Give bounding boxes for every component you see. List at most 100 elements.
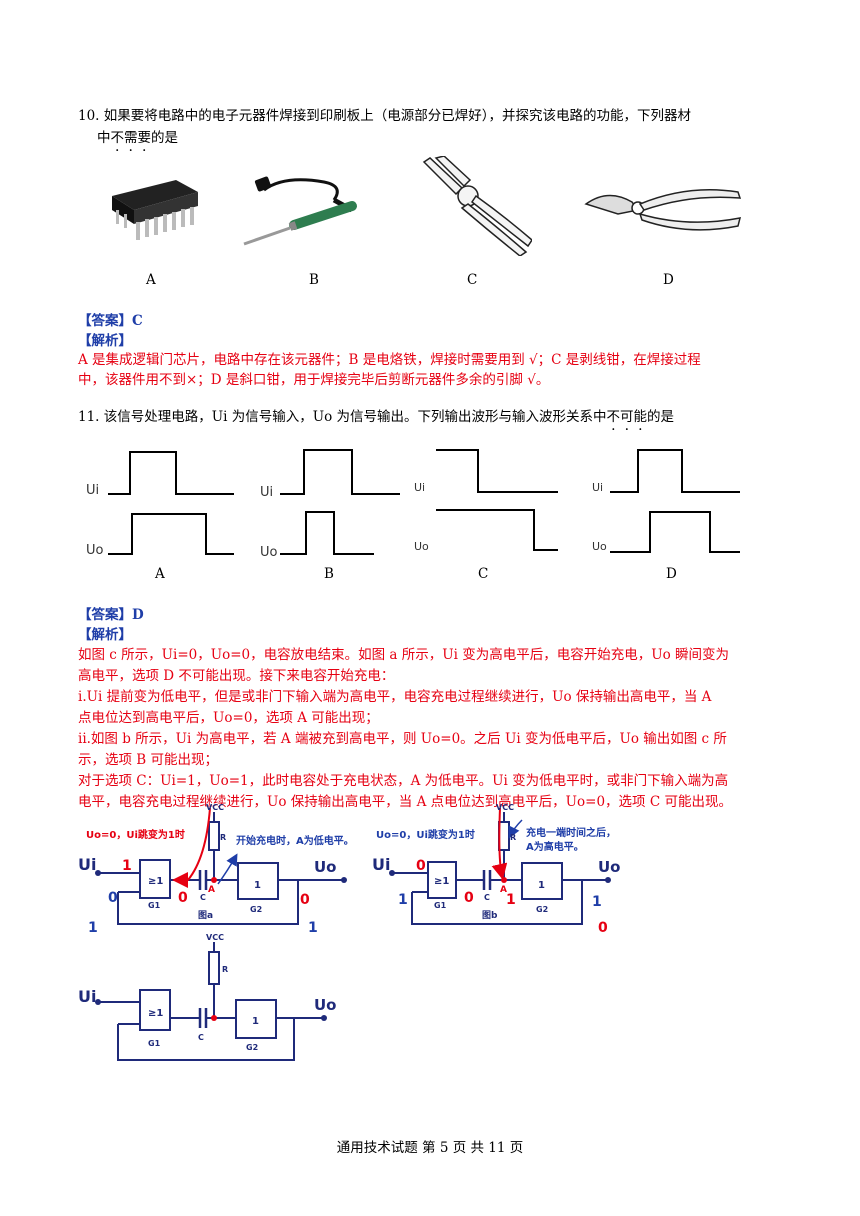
a-node-label: A [500,885,507,895]
ui-label: Ui [414,481,425,494]
q11-analysis-line: ii.如图 b 所示，Ui 为高电平，若 A 端被充到高电平，则 Uo=0。之后… [78,731,727,747]
uo-terminal: Uo [598,858,621,876]
ui-terminal: Ui [78,987,96,1006]
resistor-label: R [222,965,228,974]
not-gate-label: 1 [254,880,261,891]
q11-analysis-line: i.Ui 提前变为低电平，但是或非门下输入端为高电平，电容充电过程继续进行，Uo… [78,689,712,705]
q11-question: 11. 该信号处理电路，Ui 为信号输入，Uo 为信号输出。下列输出波形与输入波… [78,407,674,427]
ui-label: Ui [86,483,99,498]
logic-value: 1 [122,858,132,874]
answer-value: C [132,313,143,329]
answer-value: D [132,607,144,623]
g1-label: G1 [148,1039,161,1048]
waveform-uo-b [280,511,374,555]
circuit-note: Uo=0，Ui跳变为1时 [86,828,185,841]
q11-analysis-line: 高电平，选项 D 不可能出现。接下来电容开始充电： [78,668,395,684]
q11-line-post: 的是 [647,409,675,425]
or-gate-label: ≥1 [148,876,163,887]
q10-line2-pre: 中 [97,130,111,146]
circuit-diagram-b: ≥1 1 G1 G2 C R VCC 图b Ui Uo A Uo=0，Ui跳变为… [372,803,621,936]
q11-analysis-line: 点电位达到高电平后，Uo=0，选项 A 可能出现； [78,710,379,726]
uo-label: Uo [86,543,104,558]
q11-line-pre: 11. 该信号处理电路，Ui 为信号输入，Uo 为信号输出。下列输出波形与输入波… [78,409,607,425]
emphasis-char: 不 [111,130,125,146]
g2-label: G2 [250,905,262,914]
ui-label: Ui [260,485,273,500]
logic-value: 1 [88,920,98,936]
waveform-options: Ui Uo Ui Uo Ui Uo Ui Uo [86,449,740,560]
waveform-ui-d [610,449,740,493]
capacitor-label: C [484,893,490,902]
circuit-callout: A为高电平。 [526,840,584,853]
q11-answer: 【答案】D [78,605,144,625]
option-label: B [309,272,319,288]
wire-stripper-image [422,156,532,256]
logic-value: 0 [464,890,474,906]
emphasis-char: 要 [138,130,152,146]
option-label: A [146,272,156,288]
circuit-callout: 开始充电时，A为低电平。 [236,834,354,847]
ui-label: Ui [592,481,603,494]
answer-label: 【答案】 [78,607,132,623]
emphasis-char: 需 [124,130,138,146]
logic-value: 1 [398,892,408,908]
q11-analysis-line: 电平，电容充电过程继续进行，Uo 保持输出高电平，当 A 点电位达到高电平后，U… [78,794,732,810]
or-gate-label: ≥1 [434,876,449,887]
option-label: B [324,566,334,582]
g1-label: G1 [434,901,447,910]
resistor-label: R [510,833,516,842]
option-label: A [155,566,165,582]
q10-analysis-line: 中，该器件用不到×；D 是斜口钳，用于焊接完毕后剪断元器件多余的引脚 √。 [78,372,550,388]
q11-analysis-line: 对于选项 C：Ui=1，Uo=1，此时电容处于充电状态，A 为低电平。Ui 变为… [78,773,729,789]
q10-line1: 10. 如果要将电路中的电子元器件焊接到印刷板上（电源部分已焊好），并探究该电路… [78,108,692,124]
capacitor-label: C [200,893,206,902]
waveform-uo-c [436,509,558,551]
circuit-diagram-c: ≥1 1 G1 G2 C R VCC Ui Uo [78,933,337,1061]
vcc-label: VCC [206,933,224,942]
caption: 图a [198,910,213,921]
or-gate-label: ≥1 [148,1008,163,1019]
option-label: C [478,566,489,582]
logic-value: 0 [108,890,118,906]
q10-line2-post: 的是 [151,130,178,146]
diagonal-pliers-image [584,188,742,231]
emphasis-char: 能 [634,409,648,425]
waveform-uo-a [108,513,234,555]
g2-label: G2 [246,1043,258,1052]
q10-analysis-line: A 是集成逻辑门芯片，电路中存在该元器件；B 是电烙铁，焊接时需要用到 √；C … [78,352,701,368]
g2-label: G2 [536,905,548,914]
waveform-ui-b [280,449,400,495]
circuit-diagram-a: ≥1 1 G1 G2 C R VCC 图a Ui Uo A Uo=0，Ui跳变为… [78,803,354,936]
waveform-uo-d [610,511,740,553]
option-label: D [663,272,674,288]
soldering-iron-image [243,176,357,246]
circuit-callout: 充电一端时间之后， [526,826,616,839]
emphasis-char: 可 [620,409,634,425]
uo-terminal: Uo [314,858,337,876]
resistor-label: R [220,833,226,842]
q10-answer: 【答案】C [78,311,143,331]
logic-value: 1 [506,892,516,908]
q11-analysis-line: 示，选项 B 可能出现； [78,752,219,768]
q10-analysis-label: 【解析】 [78,333,132,349]
logic-value: 1 [308,920,318,936]
capacitor-label: C [198,1033,204,1042]
ic-chip-image [112,180,198,240]
option-label: C [467,272,478,288]
emphasis-char: 不 [607,409,621,425]
waveform-ui-a [108,451,234,495]
caption: 图b [482,910,498,921]
not-gate-label: 1 [252,1016,259,1027]
waveform-ui-c [436,449,558,493]
logic-value: 0 [416,858,426,874]
logic-value: 1 [592,894,602,910]
page-footer: 通用技术试题 第 5 页 共 11 页 [336,1140,524,1156]
q10-line2: 中不需要的是 [97,128,178,148]
q11-analysis-line: 如图 c 所示，Ui=0，Uo=0，电容放电结束。如图 a 所示，Ui 变为高电… [78,647,730,663]
ui-terminal: Ui [78,855,96,874]
uo-label: Uo [414,540,429,553]
g1-label: G1 [148,901,161,910]
circuit-note: Uo=0，Ui跳变为1时 [376,828,475,841]
vcc-label: VCC [496,803,514,812]
uo-label: Uo [592,540,607,553]
